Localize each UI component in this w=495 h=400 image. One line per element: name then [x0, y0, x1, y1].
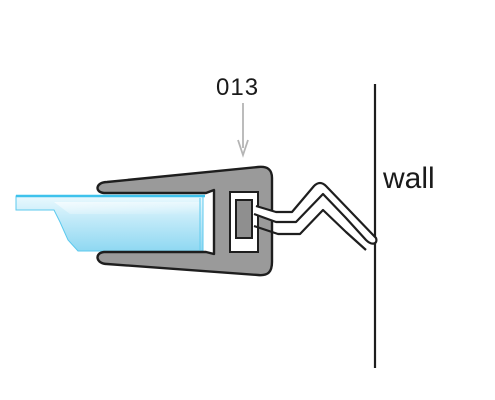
flexible-lip [253, 181, 378, 251]
leader-arrow [237, 103, 249, 158]
wall-label: wall [382, 162, 435, 195]
seal-profile [96, 165, 274, 277]
seal-insert [235, 199, 253, 239]
part-code-label: 013 [216, 74, 259, 101]
glass-panel [15, 194, 205, 252]
